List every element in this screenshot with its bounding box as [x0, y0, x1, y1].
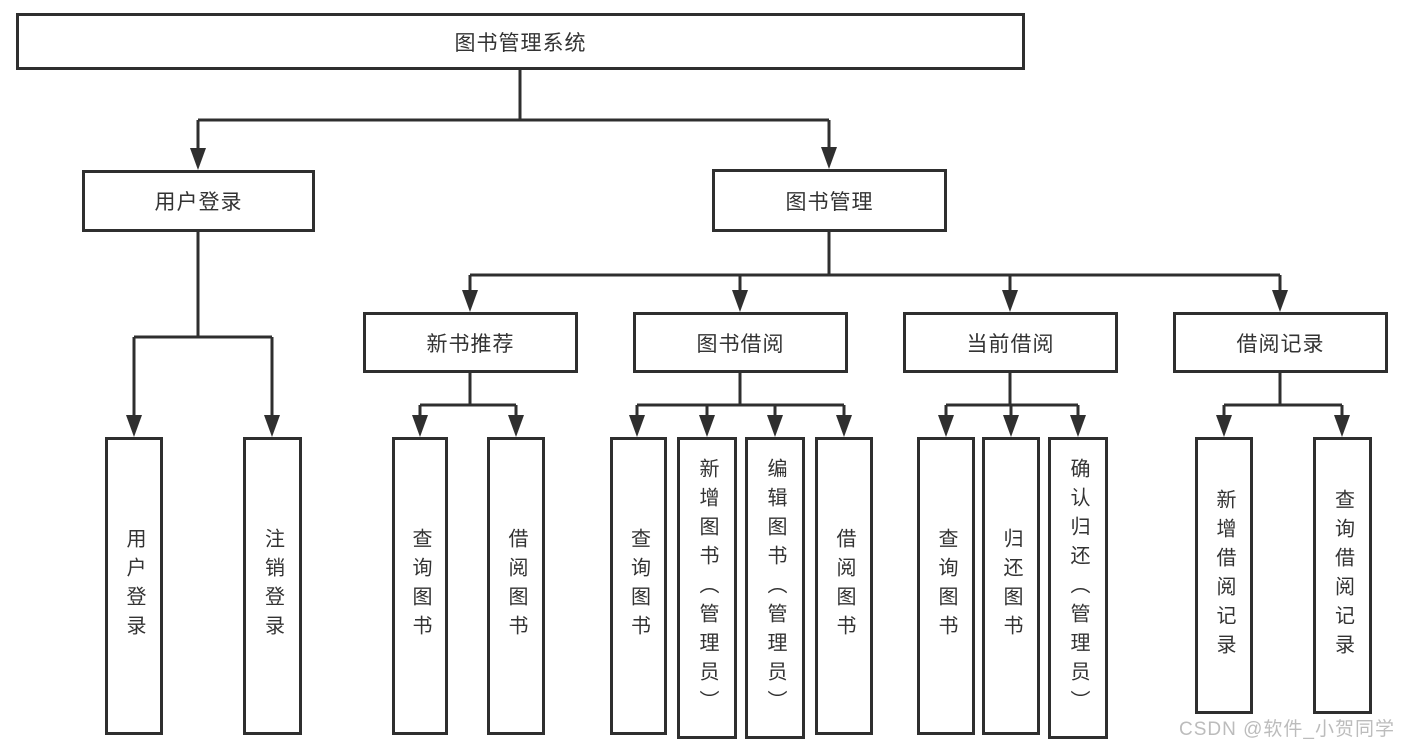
leaf-return-books: 归还图书	[982, 437, 1040, 735]
node-label: 用户登录	[154, 191, 243, 214]
leaf-add-borrow-record: 新增借阅记录	[1195, 437, 1253, 714]
leaf-label: 新增借阅记录	[1213, 488, 1235, 663]
node-current-borrowing: 当前借阅	[903, 312, 1118, 373]
leaf-label: 新增图书（管理员）	[696, 457, 718, 719]
leaf-label: 查询图书	[409, 528, 431, 644]
leaf-recommend-borrow-books: 借阅图书	[487, 437, 545, 735]
leaf-user-login: 用户登录	[105, 437, 163, 735]
node-new-book-recommendation: 新书推荐	[363, 312, 578, 373]
node-label: 图书管理系统	[454, 31, 587, 55]
node-book-borrowing: 图书借阅	[633, 312, 848, 373]
leaf-label: 查询图书	[627, 528, 650, 644]
leaf-current-query-books: 查询图书	[917, 437, 975, 735]
leaf-recommend-query-books: 查询图书	[392, 437, 448, 735]
csdn-watermark: CSDN @软件_小贺同学	[1179, 719, 1395, 740]
leaf-label: 归还图书	[1000, 528, 1022, 644]
node-label: 借阅记录	[1236, 332, 1325, 356]
node-user-login-branch: 用户登录	[82, 170, 315, 232]
node-label: 图书借阅	[696, 332, 785, 356]
leaf-query-borrow-record: 查询借阅记录	[1313, 437, 1372, 714]
leaf-label: 借阅图书	[505, 528, 527, 644]
node-label: 新书推荐	[426, 332, 515, 356]
node-borrowing-records: 借阅记录	[1173, 312, 1388, 373]
node-label: 图书管理	[785, 190, 874, 214]
leaf-logout: 注销登录	[243, 437, 302, 735]
leaf-label: 查询图书	[935, 528, 957, 644]
leaf-label: 编辑图书（管理员）	[764, 457, 786, 719]
leaf-borrowing-query-books: 查询图书	[610, 437, 667, 735]
leaf-borrow-books: 借阅图书	[815, 437, 873, 735]
leaf-confirm-return-admin: 确认归还（管理员）	[1048, 437, 1108, 739]
node-label: 当前借阅	[966, 332, 1055, 356]
leaf-edit-books-admin: 编辑图书（管理员）	[745, 437, 805, 739]
node-library-management-system: 图书管理系统	[16, 13, 1025, 70]
leaf-add-books-admin: 新增图书（管理员）	[677, 437, 737, 739]
leaf-label: 用户登录	[123, 528, 145, 644]
node-book-management-branch: 图书管理	[712, 169, 947, 232]
leaf-label: 借阅图书	[833, 528, 855, 644]
leaf-label: 确认归还（管理员）	[1067, 457, 1089, 719]
leaf-label: 注销登录	[261, 528, 284, 644]
leaf-label: 查询借阅记录	[1331, 488, 1354, 663]
